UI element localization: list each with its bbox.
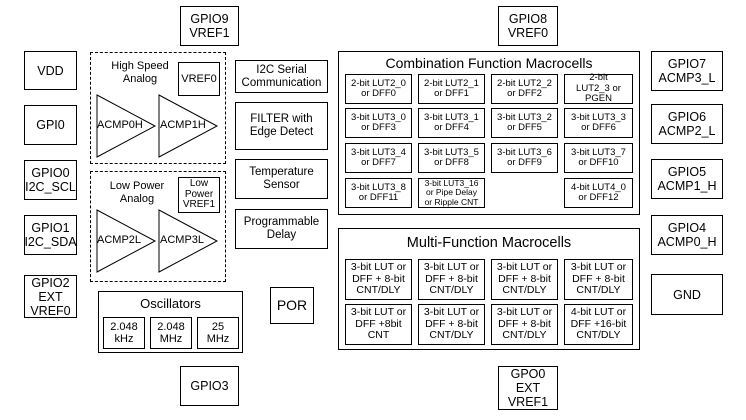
multi-cell-r0c3: 3-bit LUT or DFF + 8-bit CNT/DLY <box>564 259 633 300</box>
comb-cell-r2c3: 3-bit LUT3_7 or DFF10 <box>564 143 633 173</box>
pin-gpio2-ext-vref0: GPIO2 EXT VREF0 <box>24 275 77 318</box>
comb-cell-r2c0: 3-bit LUT3_4 or DFF7 <box>345 143 412 173</box>
programmable-delay-block: Programmable Delay <box>235 209 328 249</box>
low-power-analog-label: Low Power Analog <box>109 180 165 205</box>
high-speed-analog-label: High Speed Analog <box>111 60 169 85</box>
i2c-serial-block: I2C Serial Communication <box>235 60 328 93</box>
acmp1h-label: ACMP1H <box>160 119 206 131</box>
pin-gpio1-i2c-sda: GPIO1 I2C_SDA <box>24 215 77 255</box>
multi-cell-r0c0: 3-bit LUT or DFF + 8-bit CNT/DLY <box>345 259 412 300</box>
comb-cell-r0c1: 2-bit LUT2_1 or DFF1 <box>418 74 485 104</box>
oscillators-title: Oscillators <box>140 296 201 311</box>
comb-cell-r3c3: 4-bit LUT4_0 or DFF12 <box>564 178 633 208</box>
multi-cell-r1c1: 3-bit LUT or DFF + 8-bit CNT/DLY <box>418 304 485 345</box>
pin-gpio6-acmp2-l: GPIO6 ACMP2_L <box>651 104 723 144</box>
comb-cell-r0c3: 2-bit LUT2_3 or PGEN <box>564 73 633 104</box>
acmp1h-comparator <box>158 94 219 158</box>
pin-vdd: VDD <box>24 51 77 90</box>
pin-gnd: GND <box>651 274 723 315</box>
comb-cell-r1c3: 3-bit LUT3_3 or DFF6 <box>564 108 633 138</box>
pin-gpio4-acmp0-h: GPIO4 ACMP0_H <box>651 215 723 255</box>
multifunction-macrocells-title: Multi-Function Macrocells <box>406 235 572 251</box>
comb-cell-r2c2: 3-bit LUT3_6 or DFF9 <box>491 143 558 173</box>
pin-gpio7-acmp3-l: GPIO7 ACMP3_L <box>651 51 723 91</box>
multi-cell-r1c3: 4-bit LUT or DFF +16-bit CNT/DLY <box>564 304 633 345</box>
osc-2048-khz: 2.048 kHz <box>103 317 145 349</box>
acmp3l-label: ACMP3L <box>160 234 205 246</box>
vref0-block: VREF0 <box>178 62 220 96</box>
low-power-analog-group <box>90 171 226 282</box>
combination-macrocells-title: Combination Function Macrocells <box>385 55 593 71</box>
acmp3l-comparator <box>158 209 219 273</box>
multi-cell-r1c2: 3-bit LUT or DFF + 8-bit CNT/DLY <box>491 304 558 345</box>
pin-gpio9-vref1: GPIO9 VREF1 <box>180 6 239 46</box>
comb-cell-r1c0: 3-bit LUT3_0 or DFF3 <box>345 108 412 138</box>
pin-gpio0-i2c-scl: GPIO0 I2C_SCL <box>24 160 77 200</box>
multi-cell-r0c2: 3-bit LUT or DFF + 8-bit CNT/DLY <box>491 259 558 300</box>
comb-cell-r3c0: 3-bit LUT3_8 or DFF11 <box>345 178 412 208</box>
comb-cell-r1c2: 3-bit LUT3_2 or DFF5 <box>491 108 558 138</box>
pin-gpo0-ext-vref1: GPO0 EXT VREF1 <box>498 366 558 410</box>
acmp2l-label: ACMP2L <box>97 234 142 246</box>
high-speed-analog-group <box>90 52 226 164</box>
acmp0h-label: ACMP0H <box>97 119 143 131</box>
temperature-sensor-block: Temperature Sensor <box>235 159 328 199</box>
multi-cell-r0c1: 3-bit LUT or DFF + 8-bit CNT/DLY <box>418 259 485 300</box>
multi-cell-r1c0: 3-bit LUT or DFF +8bit CNT <box>345 304 412 345</box>
comb-cell-r0c0: 2-bit LUT2_0 or DFF0 <box>345 74 412 104</box>
pin-gpio3: GPIO3 <box>180 366 239 406</box>
osc-25-mhz: 25 MHz <box>197 317 239 349</box>
pin-gpi0: GPI0 <box>24 105 77 145</box>
comb-cell-r2c1: 3-bit LUT3_5 or DFF8 <box>418 143 485 173</box>
pin-gpio8-vref0: GPIO8 VREF0 <box>498 6 558 46</box>
low-power-vref1-block: Low Power VREF1 <box>178 177 220 213</box>
acmp0h-comparator <box>96 94 157 158</box>
filter-edge-detect-block: FILTER with Edge Detect <box>235 102 328 150</box>
comb-cell-r1c1: 3-bit LUT3_1 or DFF4 <box>418 108 485 138</box>
comb-cell-r3c1: 3-bit LUT3_16 or Pipe Delay or Ripple CN… <box>418 178 485 208</box>
acmp2l-comparator <box>96 209 157 273</box>
pin-gpio5-acmp1-h: GPIO5 ACMP1_H <box>651 159 723 199</box>
comb-cell-r0c2: 2-bit LUT2_2 or DFF2 <box>491 74 558 104</box>
osc-2048-mhz: 2.048 MHz <box>150 317 192 349</box>
por-block: POR <box>270 287 314 324</box>
